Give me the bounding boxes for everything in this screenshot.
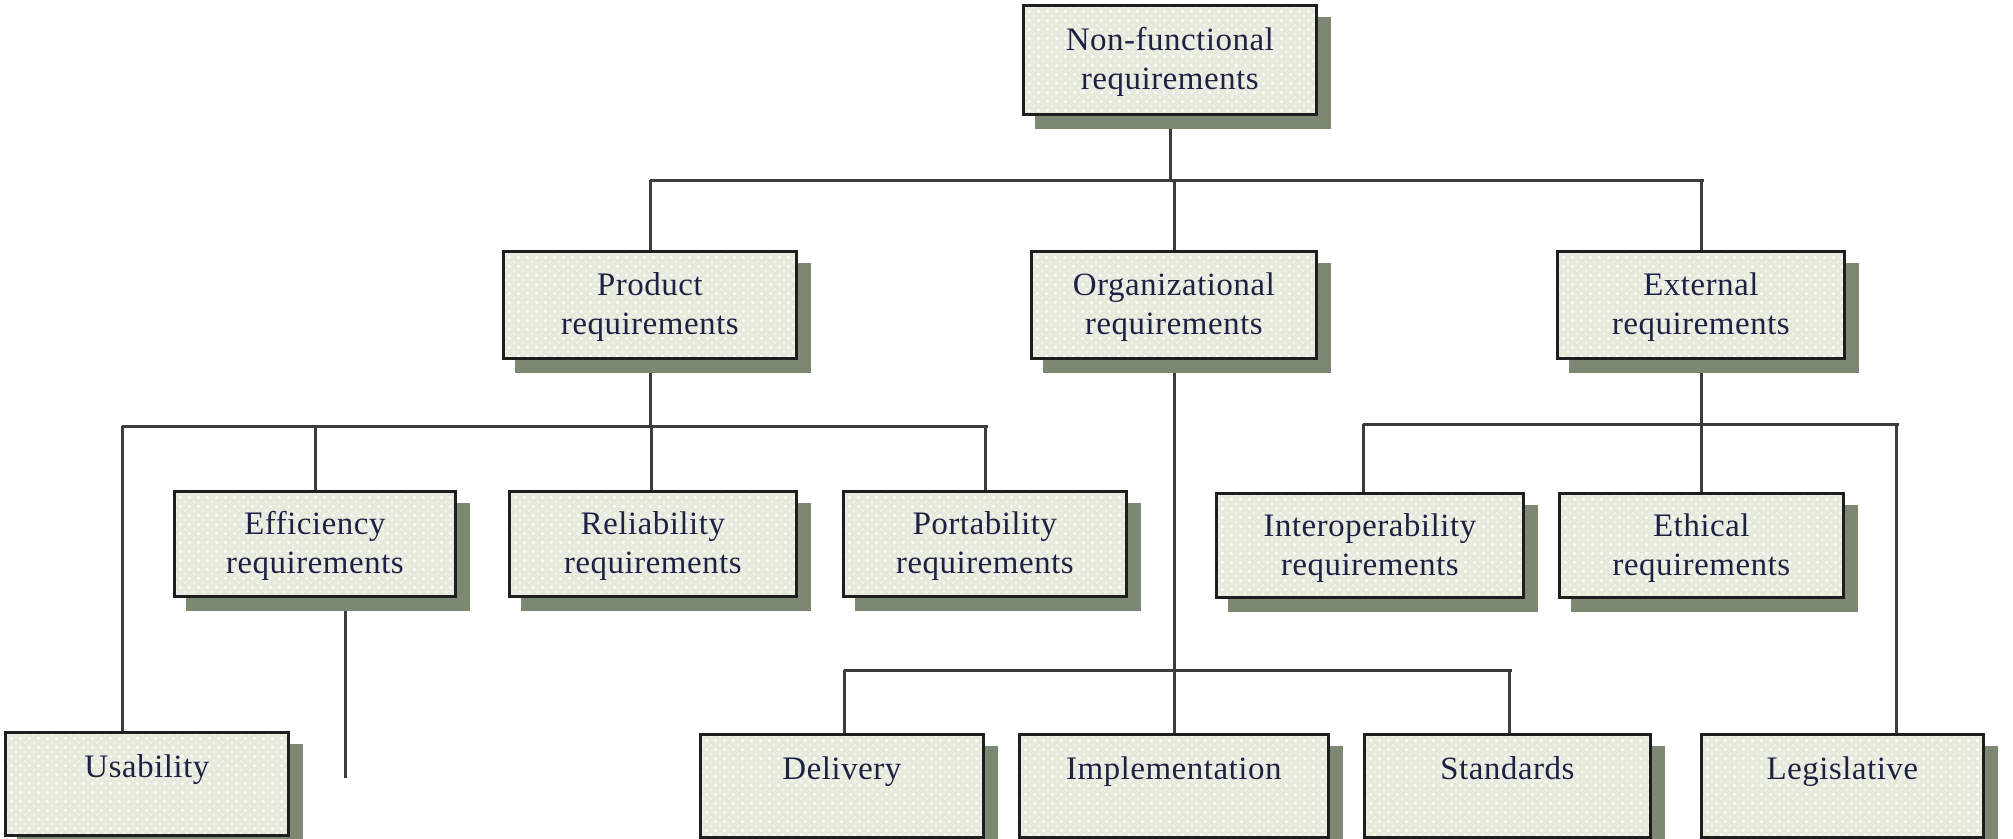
connector-line — [343, 598, 347, 778]
node-label: Efficiency requirements — [225, 506, 405, 581]
node-label: Delivery — [782, 751, 902, 787]
node-label: Implementation — [1066, 751, 1282, 787]
node-legislative: Legislative — [1700, 733, 1985, 839]
connector-line — [1172, 180, 1176, 250]
node-label: Reliability requirements — [563, 506, 743, 581]
node-label: Ethical requirements — [1612, 507, 1791, 583]
node-label: Standards — [1440, 751, 1575, 787]
node-label: External requirements — [1611, 267, 1791, 342]
node-label: Legislative — [1766, 751, 1919, 787]
node-implementation: Implementation — [1018, 733, 1330, 839]
connector-line — [648, 360, 652, 426]
node-label: Usability — [84, 749, 210, 785]
connector-line — [983, 426, 987, 490]
node-label: Organizational requirements — [1072, 267, 1276, 342]
connector-line — [1699, 180, 1703, 250]
connector-line — [1363, 422, 1899, 426]
node-ethical-requirements: Ethical requirements — [1558, 492, 1845, 599]
node-standards: Standards — [1363, 733, 1652, 839]
connector-line — [1699, 360, 1703, 424]
connector-line — [1172, 360, 1176, 734]
node-reliability-requirements: Reliability requirements — [508, 490, 798, 598]
node-delivery: Delivery — [699, 733, 985, 839]
connector-line — [1894, 424, 1898, 734]
connector-line — [1361, 424, 1365, 492]
node-label: Non-functional requirements — [1065, 22, 1275, 97]
connector-line — [120, 426, 124, 732]
node-efficiency-requirements: Efficiency requirements — [173, 490, 457, 598]
node-non-functional-requirements: Non-functional requirements — [1022, 4, 1318, 116]
connector-line — [1699, 424, 1703, 492]
connector-line — [1507, 670, 1511, 734]
connector-line — [650, 178, 1704, 182]
node-product-requirements: Product requirements — [502, 250, 798, 360]
connector-line — [648, 180, 652, 250]
node-label: Portability requirements — [895, 506, 1075, 581]
connector-line — [844, 668, 1512, 672]
connector-line — [1168, 116, 1172, 180]
node-label: Product requirements — [560, 267, 740, 342]
node-usability: Usability — [4, 731, 290, 837]
node-external-requirements: External requirements — [1556, 250, 1846, 360]
node-interoperability-requirements: Interoperability requirements — [1215, 492, 1525, 599]
connector-line — [649, 426, 653, 490]
connector-line — [313, 426, 317, 490]
node-portability-requirements: Portability requirements — [842, 490, 1128, 598]
connector-line — [842, 670, 846, 734]
node-organizational-requirements: Organizational requirements — [1030, 250, 1318, 360]
node-label: Interoperability requirements — [1263, 507, 1477, 583]
connector-line — [122, 424, 988, 428]
